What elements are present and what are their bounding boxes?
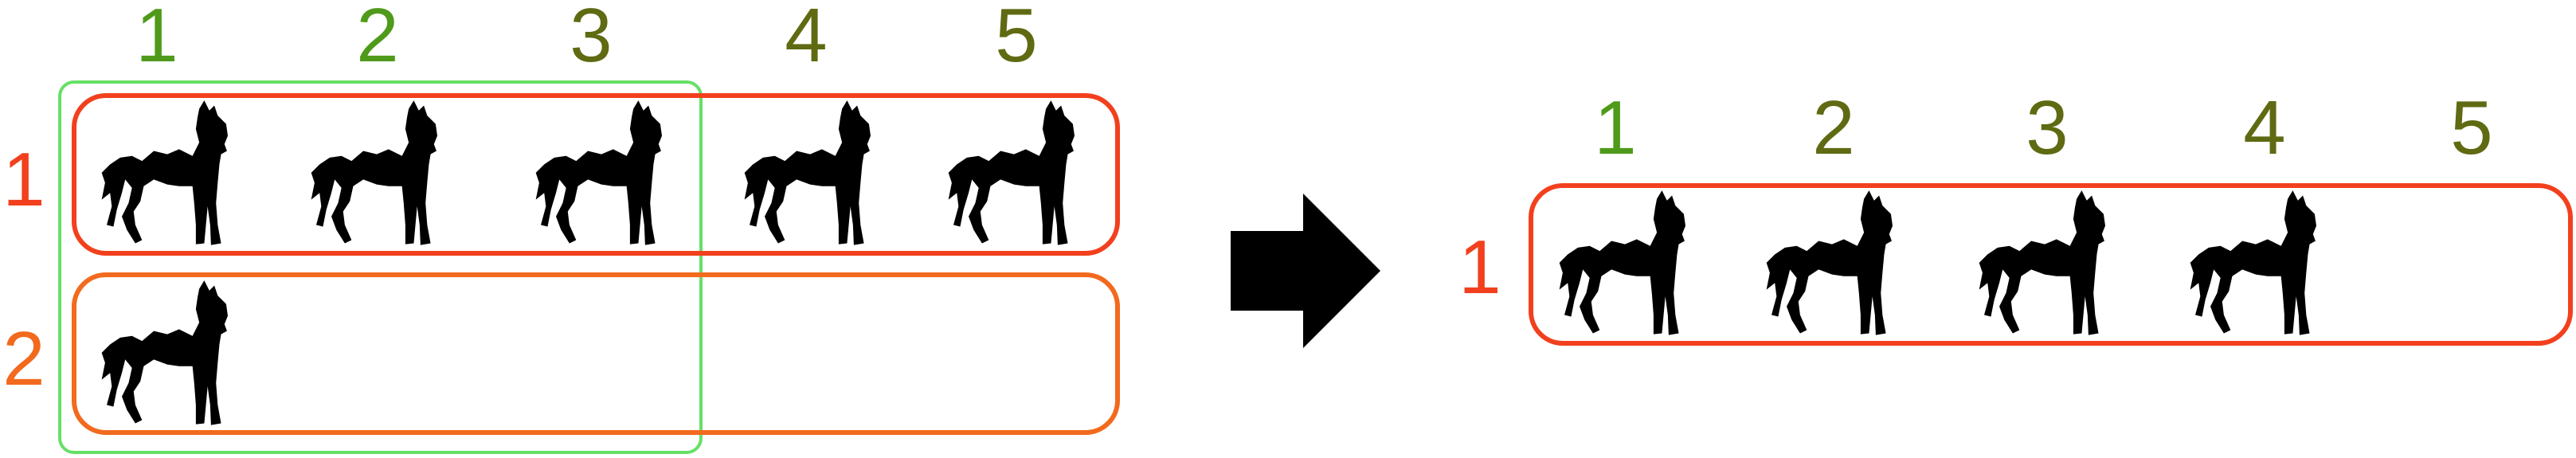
horse-icon — [1559, 190, 1685, 335]
right-column-number-2: 2 — [1812, 85, 1854, 170]
horse-icon — [2190, 190, 2316, 335]
left-row-number-1: 1 — [2, 137, 45, 222]
horse-icon — [535, 100, 662, 245]
left-row-number-2: 2 — [2, 316, 45, 401]
right-row-number-1: 1 — [1458, 225, 1501, 310]
horse-icon — [744, 100, 871, 245]
horse-icon — [1979, 190, 2105, 335]
right-arrow-icon — [1231, 194, 1380, 348]
horse-icon — [1766, 190, 1893, 335]
column-group-box — [58, 80, 703, 454]
horse-icon — [311, 100, 437, 245]
left-column-number-4: 4 — [785, 0, 827, 78]
left-column-number-1: 1 — [135, 0, 178, 78]
left-column-number-3: 3 — [570, 0, 612, 78]
row-2-box — [72, 272, 1120, 435]
right-column-number-1: 1 — [1594, 85, 1636, 170]
horse-icon — [948, 100, 1075, 245]
right-column-number-5: 5 — [2450, 85, 2492, 170]
left-column-number-2: 2 — [356, 0, 398, 78]
right-column-number-4: 4 — [2243, 85, 2285, 170]
right-column-number-3: 3 — [2026, 85, 2068, 170]
horse-icon — [101, 280, 229, 425]
left-column-number-5: 5 — [995, 0, 1037, 78]
right-row-1-box — [1529, 183, 2573, 346]
row-1-box — [72, 93, 1120, 256]
horse-icon — [101, 100, 229, 245]
